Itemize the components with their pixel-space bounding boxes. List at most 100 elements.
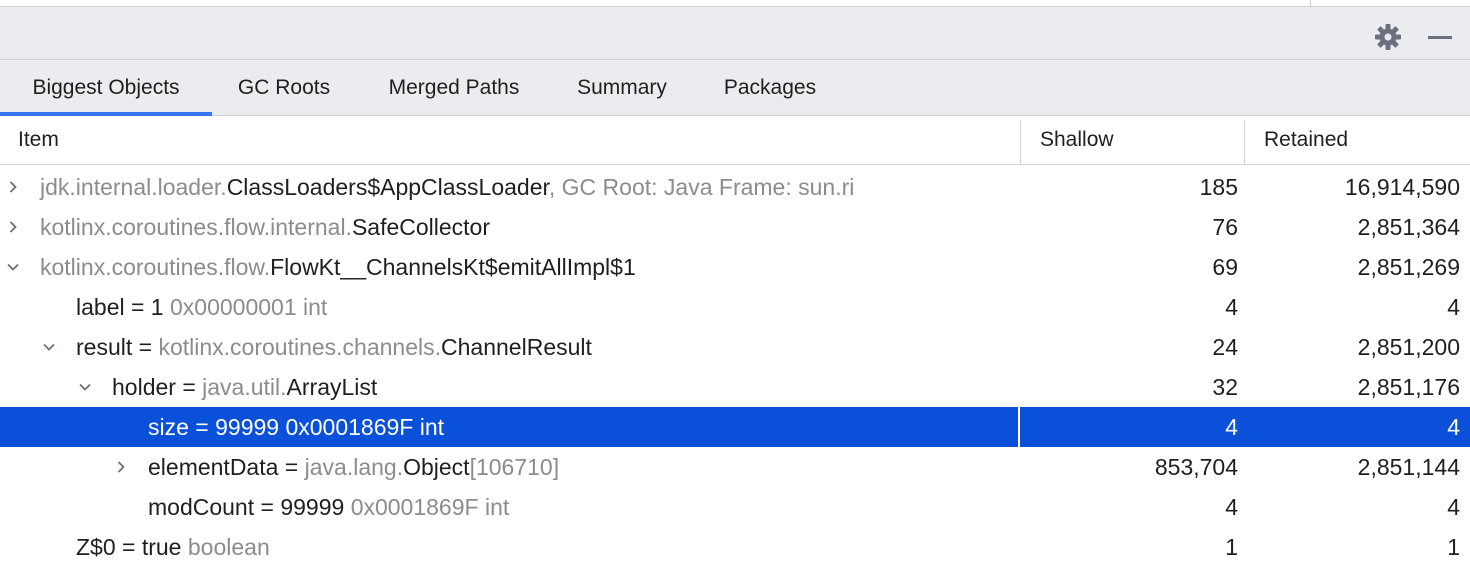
chevron-right-icon[interactable]	[2, 167, 24, 207]
shallow-size: 76	[1212, 214, 1238, 240]
package-name: kotlinx.coroutines.flow.	[40, 254, 271, 280]
retained-size: 2,851,176	[1357, 374, 1460, 400]
tab-label: GC Roots	[237, 76, 331, 99]
table-row[interactable]: size = 99999 0x0001869F int 4 4	[0, 407, 1470, 447]
shallow-size: 4	[1225, 294, 1238, 320]
class-name: Object	[403, 454, 470, 480]
table-row[interactable]: elementData = java.lang.Object[106710] 85…	[0, 447, 1470, 487]
item-text: label = 1 0x00000001 int	[76, 287, 327, 327]
item-cell: jdk.internal.loader.ClassLoaders$AppClas…	[0, 167, 1018, 207]
table-row[interactable]: result = kotlinx.coroutines.channels.Cha…	[0, 327, 1470, 367]
object-tree-table: jdk.internal.loader.ClassLoaders$AppClas…	[0, 167, 1470, 567]
chevron-down-icon[interactable]	[38, 327, 60, 367]
shallow-size: 32	[1212, 374, 1238, 400]
package-name: kotlinx.coroutines.channels.	[158, 334, 442, 360]
gear-icon[interactable]	[1372, 21, 1404, 53]
chevron-down-icon[interactable]	[2, 247, 24, 287]
package-name: java.lang.	[304, 454, 404, 480]
column-divider	[1018, 407, 1020, 447]
item-cell: result = kotlinx.coroutines.channels.Cha…	[0, 327, 1018, 367]
field-prefix: label = 1	[76, 294, 170, 320]
tab-label: Biggest Objects	[32, 76, 180, 99]
item-cell: size = 99999 0x0001869F int	[0, 407, 1018, 447]
retained-size: 2,851,364	[1357, 214, 1460, 240]
class-name: ArrayList	[286, 374, 378, 400]
tab-merged-paths[interactable]: Merged Paths	[356, 60, 552, 115]
item-text: result = kotlinx.coroutines.channels.Cha…	[76, 327, 592, 367]
item-cell: Z$0 = true boolean	[0, 527, 1018, 567]
item-text: Z$0 = true boolean	[76, 527, 270, 567]
table-row[interactable]: kotlinx.coroutines.flow.FlowKt__Channels…	[0, 247, 1470, 287]
tab-summary[interactable]: Summary	[552, 60, 692, 115]
field-prefix: holder =	[112, 374, 203, 400]
item-cell: modCount = 99999 0x0001869F int	[0, 487, 1018, 527]
tab-biggest-objects[interactable]: Biggest Objects	[0, 60, 212, 116]
value-detail: 0x00000001 int	[170, 294, 328, 320]
column-header-retained[interactable]: Retained	[1264, 128, 1349, 151]
retained-size: 4	[1447, 414, 1460, 440]
retained-size: 4	[1447, 294, 1460, 320]
column-divider[interactable]	[1020, 120, 1021, 164]
value-detail: 0x0001869F int	[285, 414, 445, 440]
table-row[interactable]: modCount = 99999 0x0001869F int 4 4	[0, 487, 1470, 527]
table-row[interactable]: kotlinx.coroutines.flow.internal.SafeCol…	[0, 207, 1470, 247]
item-text: size = 99999 0x0001869F int	[148, 407, 444, 447]
class-name: ClassLoaders$AppClassLoader	[226, 174, 549, 200]
column-divider[interactable]	[1244, 120, 1245, 164]
table-row[interactable]: holder = java.util.ArrayList 32 2,851,176	[0, 367, 1470, 407]
field-prefix: size = 99999	[148, 414, 286, 440]
column-header-shallow[interactable]: Shallow	[1040, 128, 1114, 151]
item-cell: label = 1 0x00000001 int	[0, 287, 1018, 327]
item-text: kotlinx.coroutines.flow.FlowKt__Channels…	[40, 247, 636, 287]
retained-size: 16,914,590	[1344, 174, 1460, 200]
tab-packages[interactable]: Packages	[692, 60, 848, 115]
tab-bar: Biggest Objects GC Roots Merged Paths Su…	[0, 60, 1470, 116]
class-name: ChannelResult	[441, 334, 592, 360]
retained-size: 2,851,269	[1357, 254, 1460, 280]
table-header: Item Shallow Retained	[0, 116, 1470, 165]
value-detail: boolean	[187, 534, 270, 560]
shallow-size: 4	[1225, 414, 1238, 440]
field-prefix: modCount = 99999	[148, 494, 351, 520]
shallow-size: 853,704	[1154, 454, 1238, 480]
table-row[interactable]: jdk.internal.loader.ClassLoaders$AppClas…	[0, 167, 1470, 207]
shallow-size: 4	[1225, 494, 1238, 520]
field-prefix: result =	[76, 334, 159, 360]
table-row[interactable]: label = 1 0x00000001 int 4 4	[0, 287, 1470, 327]
class-name: SafeCollector	[351, 214, 491, 240]
item-text: kotlinx.coroutines.flow.internal.SafeCol…	[40, 207, 490, 247]
retained-size: 4	[1447, 494, 1460, 520]
value-detail: , GC Root: Java Frame: sun.ri	[548, 174, 855, 200]
top-panel-divider	[1310, 0, 1311, 6]
retained-size: 1	[1447, 534, 1460, 560]
minimize-icon[interactable]	[1424, 21, 1456, 53]
tab-gc-roots[interactable]: GC Roots	[212, 60, 356, 115]
field-prefix: elementData =	[148, 454, 305, 480]
item-text: modCount = 99999 0x0001869F int	[148, 487, 509, 527]
chevron-down-icon[interactable]	[74, 367, 96, 407]
item-text: elementData = java.lang.Object[106710]	[148, 447, 559, 487]
item-text: holder = java.util.ArrayList	[112, 367, 377, 407]
tab-label: Merged Paths	[388, 76, 520, 99]
shallow-size: 24	[1212, 334, 1238, 360]
chevron-right-icon[interactable]	[2, 207, 24, 247]
value-detail: 0x0001869F int	[350, 494, 510, 520]
package-name: kotlinx.coroutines.flow.internal.	[40, 214, 352, 240]
field-prefix: Z$0 = true	[76, 534, 188, 560]
shallow-size: 185	[1199, 174, 1238, 200]
item-text: jdk.internal.loader.ClassLoaders$AppClas…	[40, 167, 854, 207]
item-cell: elementData = java.lang.Object[106710]	[0, 447, 1018, 487]
tab-label: Summary	[577, 76, 667, 99]
top-panel-edge	[0, 0, 1470, 7]
item-cell: kotlinx.coroutines.flow.internal.SafeCol…	[0, 207, 1018, 247]
item-cell: holder = java.util.ArrayList	[0, 367, 1018, 407]
item-cell: kotlinx.coroutines.flow.FlowKt__Channels…	[0, 247, 1018, 287]
chevron-right-icon[interactable]	[110, 447, 132, 487]
shallow-size: 69	[1212, 254, 1238, 280]
package-name: jdk.internal.loader.	[40, 174, 227, 200]
panel-toolbar	[0, 7, 1470, 60]
column-header-item[interactable]: Item	[18, 128, 59, 151]
retained-size: 2,851,200	[1357, 334, 1460, 360]
package-name: java.util.	[202, 374, 287, 400]
